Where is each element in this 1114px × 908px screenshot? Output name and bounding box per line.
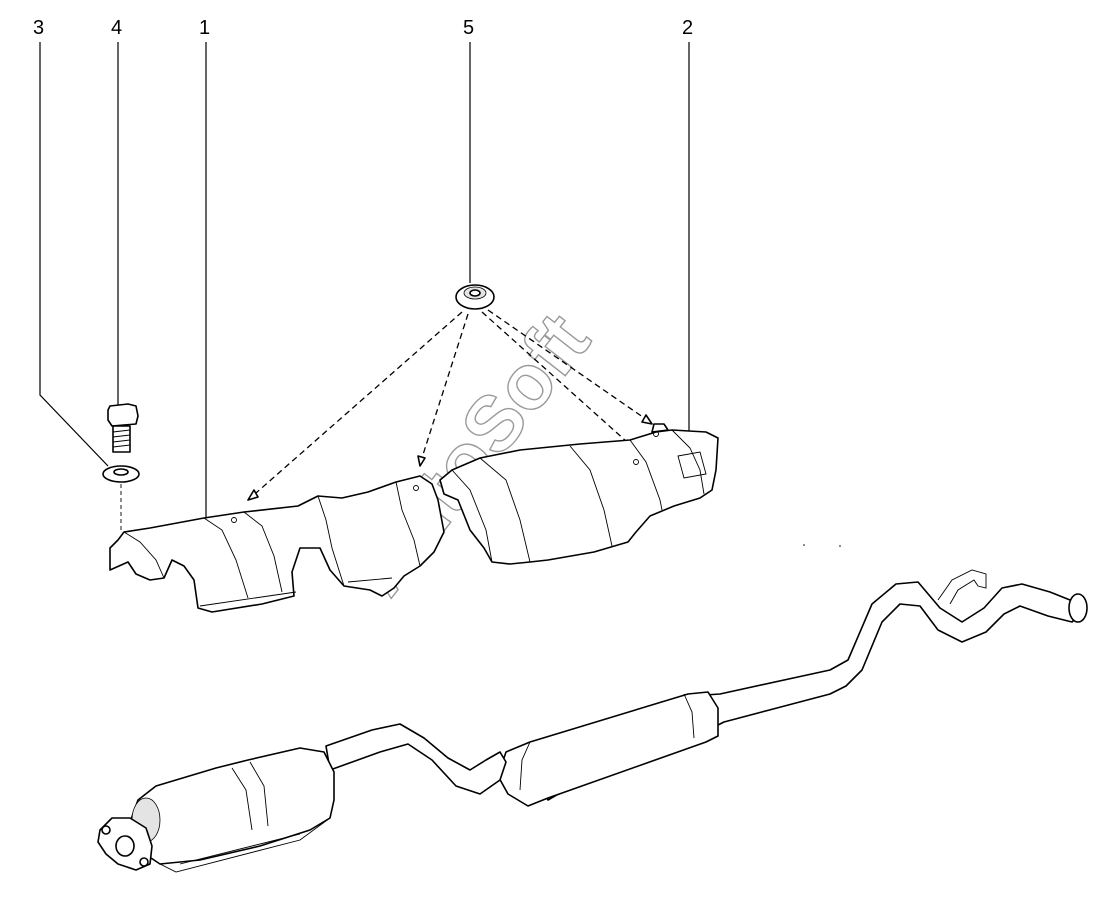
nut-grommet-part — [455, 284, 495, 310]
callout-4-number: 4 — [111, 17, 122, 39]
callout-3-number: 3 — [33, 17, 44, 39]
washer-part — [102, 465, 140, 532]
callout-5-number: 5 — [463, 17, 474, 39]
leader-line-3 — [39, 42, 109, 467]
dot-mark — [803, 544, 805, 546]
exhaust-pipe-assembly — [97, 569, 1088, 873]
front-heat-shield-part — [109, 475, 445, 613]
rear-heat-shield-part — [439, 423, 719, 565]
bolt-part — [107, 403, 139, 453]
callout-1-number: 1 — [199, 17, 210, 39]
callout-2-number: 2 — [682, 17, 693, 39]
dot-mark — [839, 545, 841, 547]
